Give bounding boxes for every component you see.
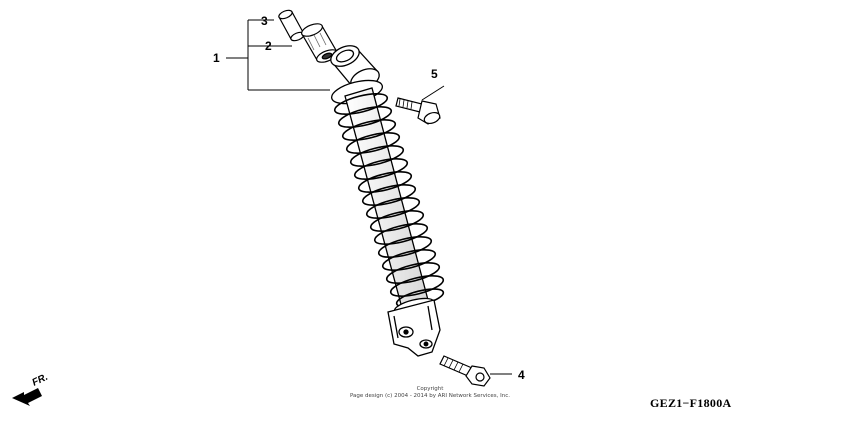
leader-lines — [226, 19, 512, 375]
callout-1: 1 — [213, 51, 220, 65]
copyright-line-1: Copyright — [416, 386, 444, 392]
callout-4: 4 — [518, 368, 525, 382]
bolt-part-5[interactable] — [395, 97, 441, 125]
front-arrow-icon: FR. — [12, 372, 50, 406]
front-label: FR. — [30, 372, 49, 389]
bushing-part-2[interactable] — [300, 21, 339, 65]
callout-5: 5 — [431, 67, 438, 81]
copyright-line-2: Page design (c) 2004 - 2014 by ARI Netwo… — [349, 393, 511, 399]
copyright-notice: Copyright Page design (c) 2004 - 2014 by… — [300, 386, 560, 400]
shock-absorber-part-1[interactable] — [328, 42, 445, 357]
callout-2: 2 — [265, 39, 272, 53]
callout-3: 3 — [261, 14, 268, 28]
collar-part-3[interactable] — [278, 9, 306, 43]
diagram-code: GEZ1−F1800A — [650, 396, 732, 410]
bolt-part-4[interactable] — [439, 355, 491, 387]
